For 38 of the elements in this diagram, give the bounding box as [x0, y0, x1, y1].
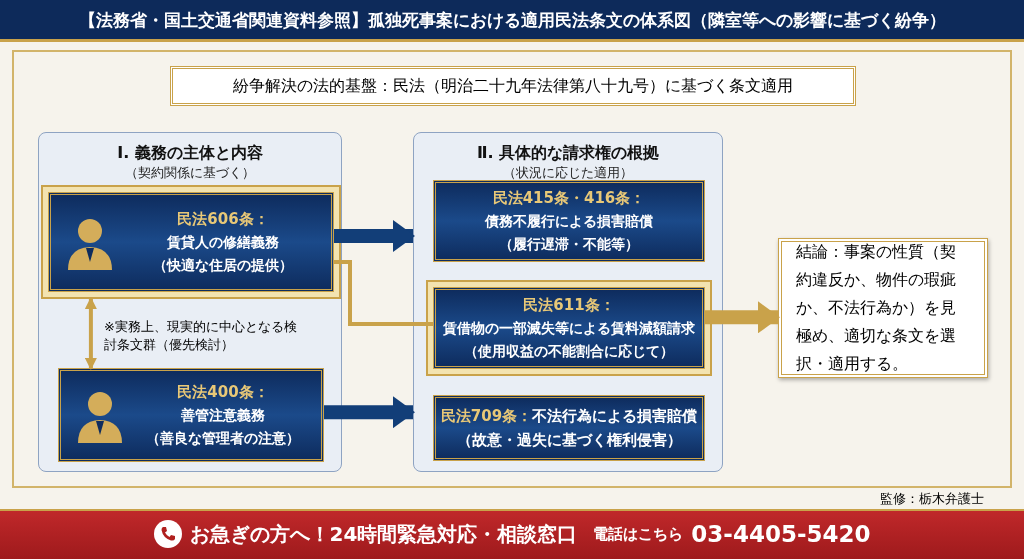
arrow — [84, 297, 97, 370]
article-title: 不法行為による損害賠償 — [532, 407, 698, 425]
connector-line — [334, 260, 433, 326]
article-number: 民法709条： — [440, 407, 533, 425]
article-note: （善良な管理者の注意） — [145, 428, 301, 448]
article-title: 賃借物の一部滅失等による賃料減額請求 — [443, 318, 695, 338]
article-number: 民法415条・416条： — [492, 187, 646, 209]
conclusion-box — [778, 238, 988, 378]
arrow — [334, 220, 415, 252]
article-number: 民法400条： — [176, 381, 270, 403]
article-title: 債務不履行による損害賠償 — [485, 211, 653, 231]
article-title: 善管注意義務 — [180, 405, 266, 425]
banner-text: 紛争解決の法的基盤：民法（明治二十九年法律第八十九号）に基づく条文適用 — [233, 75, 793, 97]
panel-subtitle: （状況に応じた適用） — [503, 164, 633, 182]
panel-title: Ⅰ. 義務の主体と内容 — [117, 143, 263, 164]
article-note: （快適な住居の提供） — [152, 255, 294, 275]
hotline-text: お急ぎの方へ！24時間緊急対応・相談窓口 — [189, 520, 578, 548]
article-number: 民法611条： — [523, 294, 615, 316]
panel — [38, 132, 342, 472]
banner-box — [170, 66, 856, 106]
phone-caption: 電話はこちら — [593, 524, 684, 544]
article-note: （使用収益の不能割合に応じて） — [464, 341, 674, 361]
article-box — [58, 368, 324, 462]
article-title: 賃貸人の修繕義務 — [166, 232, 280, 252]
arrow — [705, 301, 780, 334]
panel-subtitle: （契約関係に基づく） — [125, 164, 255, 182]
credit-text: 監修：栃木弁護士 — [880, 490, 984, 508]
article-note: （故意・過失に基づく権利侵害） — [456, 430, 682, 451]
arrow — [324, 396, 415, 429]
phone-number: 03-4405-5420 — [691, 521, 871, 547]
panel — [413, 132, 723, 472]
title-bar: 【法務省・国土交通省関連資料参照】孤独死事案における適用民法条文の体系図（隣室等への影響に基づく紛争） — [0, 0, 1024, 42]
article-number: 民法606条： — [176, 208, 270, 230]
article-box — [433, 180, 705, 262]
conclusion-text: 結論：事案の性質（契約違反か、物件の瑕疵か、不法行為か）を見極め、適切な条文を選択・適用する。 — [796, 242, 957, 375]
article-note: （履行遅滞・不能等） — [499, 234, 639, 254]
panel-title: Ⅱ. 具体的な請求権の根拠 — [476, 143, 660, 164]
article-box — [433, 395, 705, 461]
